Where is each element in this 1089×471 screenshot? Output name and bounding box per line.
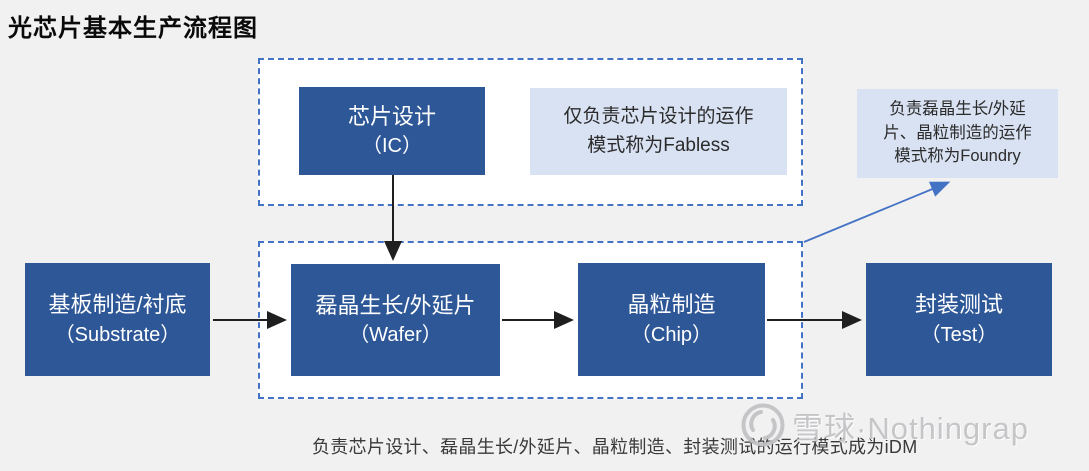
node-label: 基板制造/衬底	[48, 292, 187, 318]
node-package-test: 封装测试 （Test）	[866, 263, 1052, 376]
node-sublabel: （Test）	[920, 323, 998, 346]
node-label: 封装测试	[914, 292, 1003, 318]
node-wafer: 磊晶生长/外延片 （Wafer）	[291, 264, 500, 376]
node-chip-design: 芯片设计 （IC）	[299, 87, 485, 175]
fabless-note: 仅负责芯片设计的运作 模式称为Fabless	[530, 88, 787, 175]
xueqiu-snowball-logo-icon	[741, 403, 785, 447]
arrow-zone-to-foundry-note	[803, 181, 951, 243]
node-label: 晶粒制造	[627, 292, 716, 318]
watermark: 雪球·Nothingrap	[740, 402, 1029, 448]
node-sublabel: （Substrate）	[54, 323, 181, 346]
node-sublabel: （Wafer）	[349, 324, 442, 347]
page-title: 光芯片基本生产流程图	[8, 15, 258, 42]
node-sublabel: （Chip）	[630, 323, 713, 346]
node-label: 芯片设计	[347, 103, 436, 129]
node-label: 磊晶生长/外延片	[315, 292, 476, 318]
fabless-note-text: 仅负责芯片设计的运作 模式称为Fabless	[563, 106, 754, 156]
foundry-note: 负责磊晶生长/外延 片、晶粒制造的运作 模式称为Foundry	[857, 89, 1058, 178]
node-sublabel: （IC）	[362, 135, 422, 158]
node-substrate: 基板制造/衬底 （Substrate）	[25, 263, 210, 376]
idm-caption: 负责芯片设计、磊晶生长/外延片、晶粒制造、封装测试的运行模式成为iDM	[312, 437, 918, 457]
watermark-text: 雪球·Nothingrap	[792, 410, 1029, 446]
foundry-note-text: 负责磊晶生长/外延 片、晶粒制造的运作 模式称为Foundry	[883, 99, 1032, 166]
node-chip-manufacture: 晶粒制造 （Chip）	[578, 263, 765, 376]
